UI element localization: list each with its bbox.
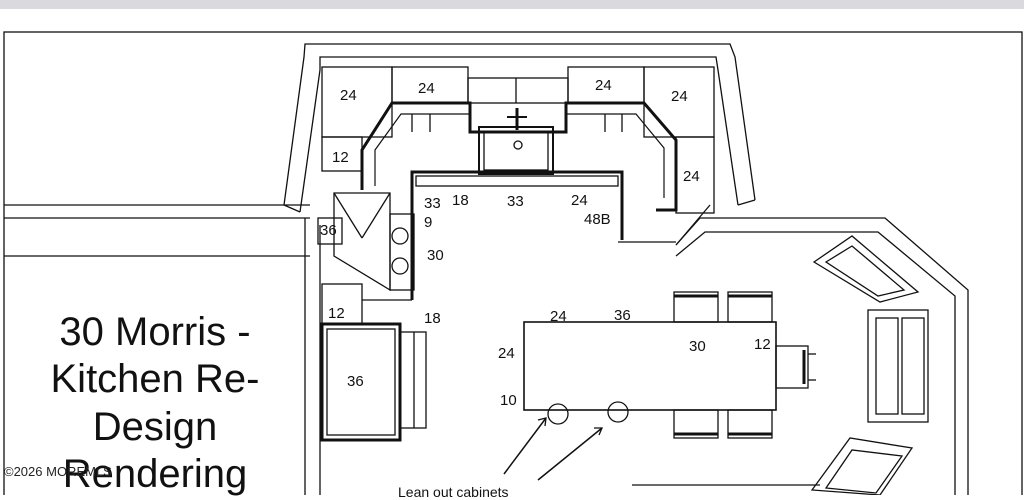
lean-out-note: Lean out cabinets xyxy=(398,484,509,500)
kitchen-wall-line xyxy=(283,204,301,213)
dim-island-left-24: 24 xyxy=(498,345,515,362)
window-icon xyxy=(867,309,929,423)
top-edge-bar xyxy=(0,0,1024,9)
stool-wheel xyxy=(607,401,629,423)
hood-36-box xyxy=(317,217,343,245)
dim-counter-48b: 48B xyxy=(584,211,611,228)
island xyxy=(523,321,777,411)
window-icon-inner xyxy=(901,317,925,415)
title-line-3: Design xyxy=(92,405,218,449)
title-line-2: Kitchen Re- xyxy=(50,357,260,401)
sink-icon xyxy=(478,126,554,175)
hood-line xyxy=(361,192,391,239)
kitchen-outer-wall xyxy=(299,56,739,213)
dim-upper-right: 24 xyxy=(671,88,688,105)
window-icon-inner xyxy=(875,317,899,415)
dim-left-upper-small: 12 xyxy=(332,149,349,166)
dim-left-33: 33 xyxy=(424,195,441,212)
dim-island-30: 30 xyxy=(689,338,706,355)
bay-wall xyxy=(675,231,956,495)
base-cabinet-run xyxy=(360,101,678,212)
dim-upper-right-mid: 24 xyxy=(595,77,612,94)
base-counter-front xyxy=(415,175,619,187)
stool-wheel xyxy=(547,403,569,425)
title-line-4: Rendering xyxy=(62,452,248,496)
dim-island-end-12: 12 xyxy=(754,336,771,353)
barstool-icon xyxy=(727,409,773,439)
dim-hood-36: 36 xyxy=(320,222,337,239)
upper-cabinet xyxy=(321,66,393,138)
window-icon xyxy=(824,245,906,297)
dim-left-18: 18 xyxy=(424,310,441,327)
sink-basin xyxy=(483,131,549,171)
base-counter xyxy=(410,170,624,300)
window-icon xyxy=(824,449,904,494)
window-icon xyxy=(812,235,920,303)
dim-island-top-36: 36 xyxy=(614,307,631,324)
base-cabinet-run xyxy=(566,113,665,198)
arrow-icon xyxy=(537,427,603,481)
dim-left-12: 12 xyxy=(328,305,345,322)
barstool-icon xyxy=(727,291,773,323)
watermark: ©2026 MOREMLS xyxy=(4,464,112,479)
barstool-icon xyxy=(673,291,719,323)
dim-island-top-24: 24 xyxy=(550,308,567,325)
window-icon xyxy=(810,437,914,495)
dim-counter-18: 18 xyxy=(452,192,469,209)
barstool-icon xyxy=(673,409,719,439)
dim-island-10: 10 xyxy=(500,392,517,409)
dim-left-36-tall: 36 xyxy=(347,373,364,390)
title-line-1: 30 Morris - xyxy=(59,310,251,354)
range xyxy=(389,213,415,291)
range-burner-icon xyxy=(391,257,409,275)
dim-counter-24: 24 xyxy=(571,192,588,209)
tall-cabinet-inner xyxy=(326,328,396,436)
range-burner-icon xyxy=(391,227,409,245)
arrow-icon xyxy=(594,427,603,436)
base-cabinet-run xyxy=(374,113,470,186)
dim-upper-left: 24 xyxy=(340,87,357,104)
sink-drain xyxy=(513,140,523,150)
dim-range-30: 30 xyxy=(427,247,444,264)
hood-line xyxy=(333,192,363,239)
arrow-icon xyxy=(503,417,547,475)
kitchen-wall-line xyxy=(737,199,756,206)
dim-counter-33-sink: 33 xyxy=(507,193,524,210)
dim-right-upper-tall: 24 xyxy=(683,168,700,185)
barstool-icon xyxy=(775,345,809,389)
kitchen-outer-wall xyxy=(283,43,756,206)
drawing-frame xyxy=(3,31,1023,495)
dim-left-9: 9 xyxy=(424,214,432,231)
oven xyxy=(399,331,427,429)
dim-upper-left-mid: 24 xyxy=(418,80,435,97)
bay-wall xyxy=(675,204,711,246)
arrow-icon xyxy=(537,417,547,427)
upper-cabinet xyxy=(467,77,569,104)
